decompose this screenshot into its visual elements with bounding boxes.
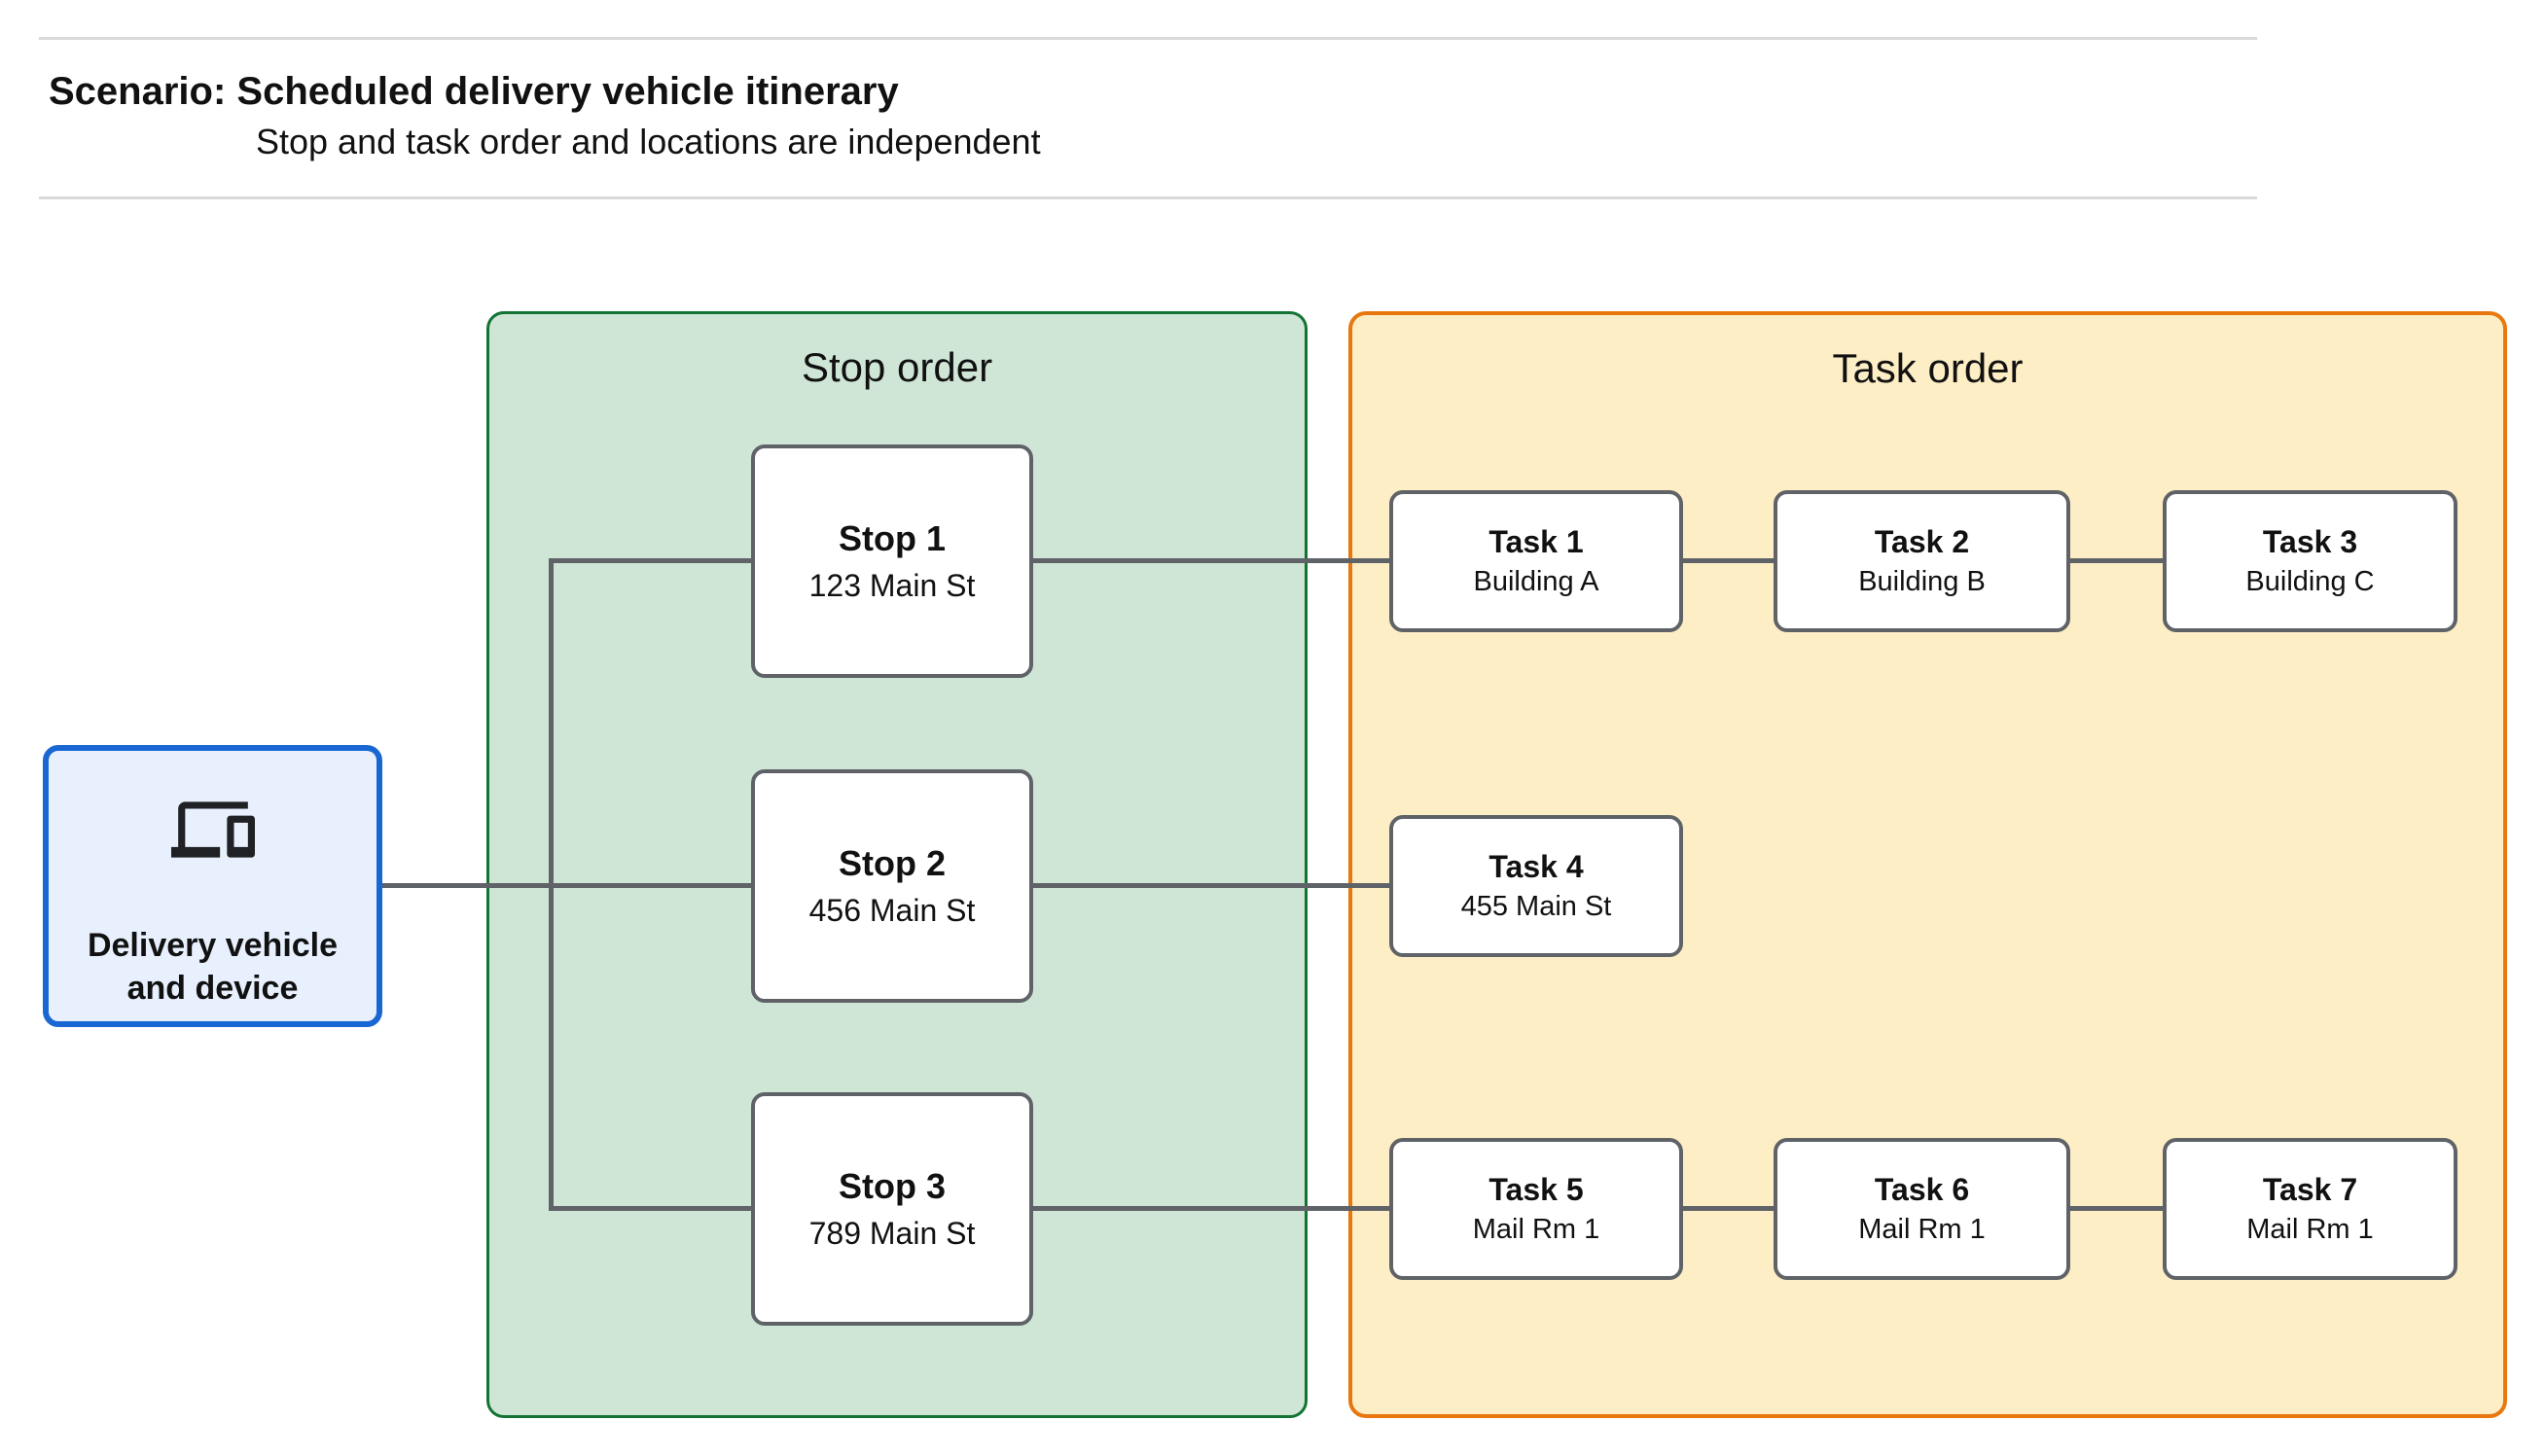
task-title: Task 4	[1488, 849, 1584, 884]
page-subtitle: Stop and task order and locations are in…	[256, 122, 1041, 161]
connector-stop1-task1	[1031, 558, 1391, 563]
node-task-3: Task 3 Building C	[2163, 490, 2457, 632]
divider-top	[39, 37, 2257, 40]
devices-icon	[170, 801, 255, 858]
node-task-7: Task 7 Mail Rm 1	[2163, 1138, 2457, 1280]
node-stop-2: Stop 2 456 Main St	[751, 769, 1033, 1003]
connector-trunk-stop3	[549, 1206, 753, 1211]
connector-task5-task6	[1681, 1206, 1775, 1211]
task-subtitle: Building B	[1858, 566, 1986, 597]
task-subtitle: Building C	[2245, 566, 2375, 597]
node-stop-3: Stop 3 789 Main St	[751, 1092, 1033, 1326]
task-subtitle: Mail Rm 1	[2246, 1214, 2374, 1245]
connector-task1-task2	[1681, 558, 1775, 563]
task-title: Task 6	[1874, 1172, 1970, 1207]
stop-subtitle: 123 Main St	[808, 568, 976, 603]
stop-title: Stop 1	[838, 518, 946, 558]
connector-task6-task7	[2068, 1206, 2165, 1211]
connector-stop3-task5	[1031, 1206, 1391, 1211]
node-task-1: Task 1 Building A	[1389, 490, 1683, 632]
node-delivery-vehicle: Delivery vehicle and device	[43, 745, 382, 1027]
divider-bottom	[39, 196, 2257, 199]
task-subtitle: Mail Rm 1	[1858, 1214, 1986, 1245]
stop-subtitle: 789 Main St	[808, 1216, 976, 1251]
connector-stop2-task4	[1031, 883, 1391, 888]
connector-trunk-stop1	[549, 558, 753, 563]
task-subtitle: Mail Rm 1	[1472, 1214, 1600, 1245]
delivery-vehicle-label: Delivery vehicle and device	[87, 927, 339, 1007]
stop-title: Stop 3	[838, 1166, 946, 1206]
node-task-6: Task 6 Mail Rm 1	[1774, 1138, 2070, 1280]
task-title: Task 2	[1874, 524, 1970, 559]
node-task-4: Task 4 455 Main St	[1389, 815, 1683, 957]
stop-order-label: Stop order	[801, 344, 993, 390]
node-task-5: Task 5 Mail Rm 1	[1389, 1138, 1683, 1280]
task-subtitle: 455 Main St	[1460, 891, 1612, 922]
task-title: Task 1	[1488, 524, 1584, 559]
connector-task2-task3	[2068, 558, 2165, 563]
task-title: Task 3	[2262, 524, 2358, 559]
task-subtitle: Building A	[1473, 566, 1599, 597]
node-task-2: Task 2 Building B	[1774, 490, 2070, 632]
connector-trunk	[549, 558, 554, 1211]
task-title: Task 7	[2262, 1172, 2358, 1207]
connector-device-stop2	[380, 883, 753, 888]
stop-subtitle: 456 Main St	[808, 893, 976, 928]
stop-title: Stop 2	[838, 843, 946, 883]
node-stop-1: Stop 1 123 Main St	[751, 444, 1033, 678]
page-title: Scenario: Scheduled delivery vehicle iti…	[49, 70, 899, 113]
task-order-label: Task order	[1832, 345, 2024, 391]
task-title: Task 5	[1488, 1172, 1584, 1207]
